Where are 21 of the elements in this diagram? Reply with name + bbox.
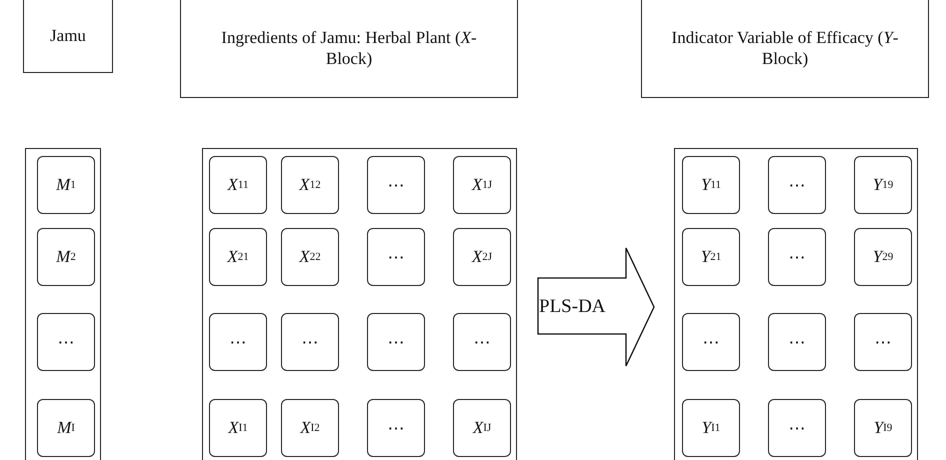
matrix-entry: ⋯ bbox=[768, 399, 826, 457]
matrix-panel bbox=[25, 148, 101, 460]
matrix-entry: ⋯ bbox=[209, 313, 267, 371]
matrix-entry: ⋯ bbox=[367, 156, 425, 214]
matrix-panel bbox=[674, 148, 918, 460]
matrix-entry: ⋯ bbox=[367, 313, 425, 371]
matrix-entry: ⋯ bbox=[768, 156, 826, 214]
matrix-panel bbox=[202, 148, 517, 460]
matrix-entry: ⋯ bbox=[367, 228, 425, 286]
heading-box: Jamu bbox=[23, 0, 113, 73]
matrix-entry: ⋯ bbox=[854, 313, 912, 371]
matrix-entry: ⋯ bbox=[37, 313, 95, 371]
matrix-entry: ⋯ bbox=[768, 313, 826, 371]
matrix-entry: ⋯ bbox=[768, 228, 826, 286]
arrow-label: PLS-DA bbox=[539, 296, 606, 318]
heading-box: Ingredients of Jamu: Herbal Plant (X-Block) bbox=[180, 0, 518, 98]
heading-box: Indicator Variable of Efficacy (Y-Block) bbox=[641, 0, 929, 98]
matrix-entry: ⋯ bbox=[367, 399, 425, 457]
matrix-entry: ⋯ bbox=[682, 313, 740, 371]
matrix-entry: ⋯ bbox=[281, 313, 339, 371]
matrix-entry: ⋯ bbox=[453, 313, 511, 371]
